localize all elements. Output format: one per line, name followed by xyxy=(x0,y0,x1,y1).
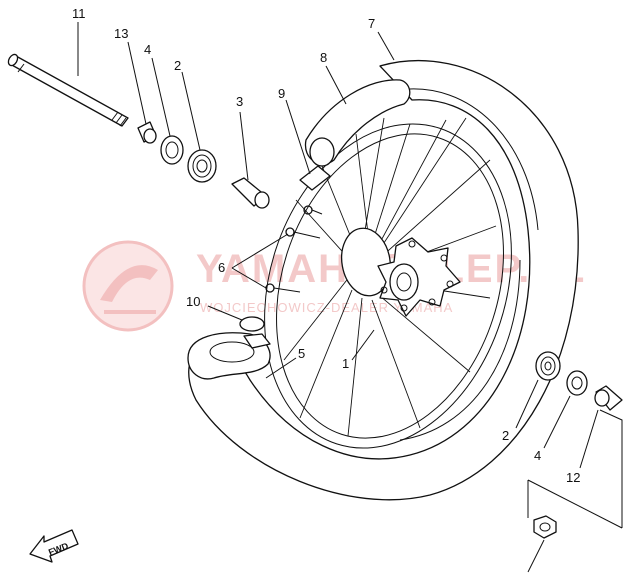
callout-10: 10 xyxy=(186,294,200,309)
part-axle-nut xyxy=(533,515,557,539)
fwd-arrow: FWD xyxy=(29,529,79,563)
part-hub xyxy=(340,227,461,317)
callout-5: 5 xyxy=(298,346,305,361)
callout-2-left: 2 xyxy=(174,58,181,73)
callout-1: 1 xyxy=(342,356,349,371)
part-spacer xyxy=(231,177,270,209)
leader-lines xyxy=(77,22,623,573)
part-collar xyxy=(137,121,157,144)
part-oil-seal-right xyxy=(566,370,588,396)
callout-11: 11 xyxy=(72,6,86,21)
callout-12: 12 xyxy=(566,470,580,485)
part-bearing-right xyxy=(535,351,561,381)
callout-4-right: 4 xyxy=(534,448,541,463)
callout-3: 3 xyxy=(236,94,243,109)
part-rim-lock xyxy=(299,165,331,191)
part-rim xyxy=(264,123,512,449)
callout-6: 6 xyxy=(218,260,225,275)
callout-2-right: 2 xyxy=(502,428,509,443)
callout-13: 13 xyxy=(114,26,128,41)
part-axle xyxy=(7,53,129,127)
part-rim-band xyxy=(304,79,411,167)
callouts: 11 13 4 2 3 9 8 7 6 10 5 1 2 4 12 xyxy=(72,6,580,485)
part-bearing-left xyxy=(187,149,217,183)
callout-9: 9 xyxy=(278,86,285,101)
callout-7: 7 xyxy=(368,16,375,31)
callout-8: 8 xyxy=(320,50,327,65)
part-oil-seal-left xyxy=(160,135,184,165)
watermark-logo xyxy=(82,240,174,332)
part-collar-right xyxy=(594,385,623,411)
callout-4-left: 4 xyxy=(144,42,151,57)
part-valve xyxy=(239,316,271,349)
